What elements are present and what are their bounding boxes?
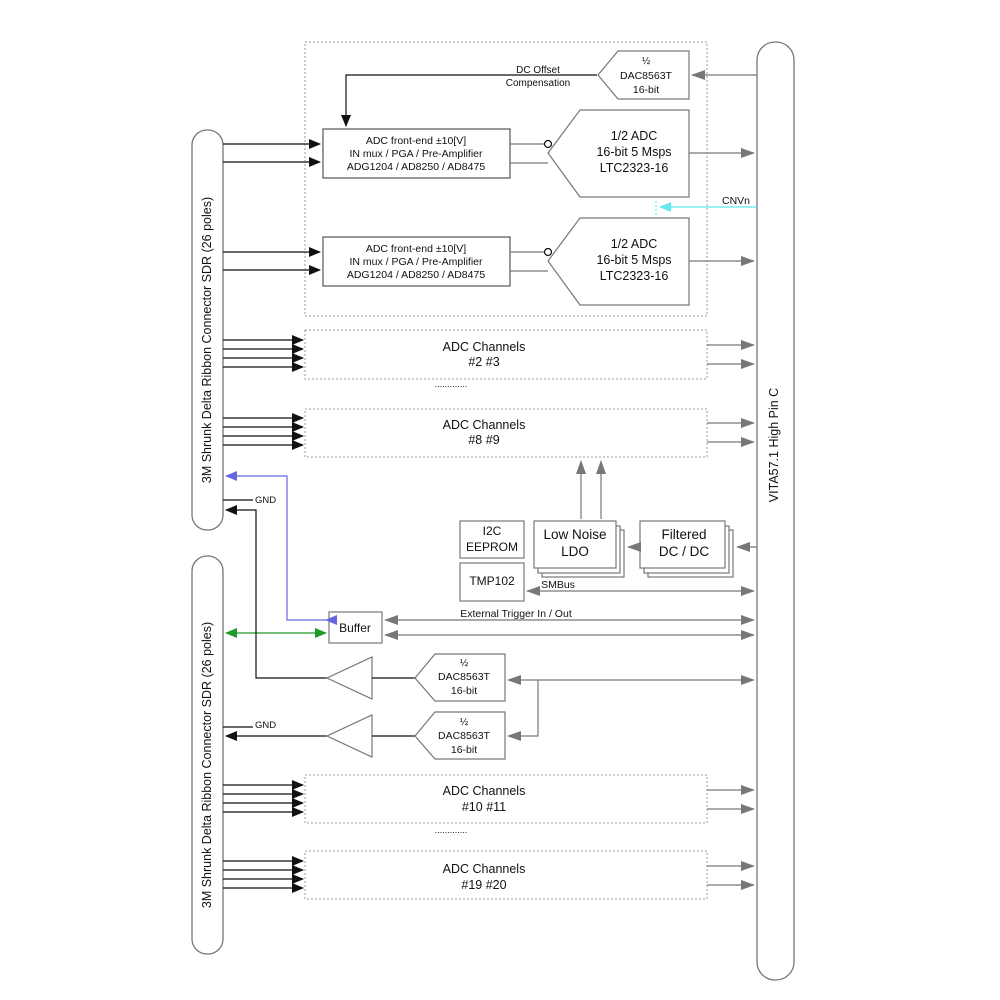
adc-channels-19-20: ADC Channels #19 #20 [304, 850, 708, 900]
dcdc-line2: DC / DC [659, 544, 710, 559]
ellipsis-bottom: ............. [435, 825, 468, 835]
adc-frontend-2: ADC front-end ±10[V] IN mux / PGA / Pre-… [322, 236, 511, 287]
adc-channels-8-9: ADC Channels #8 #9 [304, 408, 708, 458]
dac-top-name: DAC8563T [620, 70, 673, 82]
ellipsis-top: ............. [435, 379, 468, 389]
trigger-buffer: Buffer [328, 611, 383, 644]
adc-frontend-1: ADC front-end ±10[V] IN mux / PGA / Pre-… [322, 128, 511, 179]
vita-connector-label: VITA57.1 High Pin C [767, 388, 781, 502]
dac-top-half: ½ [642, 56, 651, 67]
adc-channels-8-9-ids: #8 #9 [468, 433, 499, 447]
i2c-eeprom: I2C EEPROM [459, 520, 525, 559]
adc-2-line3: LTC2323-16 [600, 269, 669, 283]
adc-channels-8-9-title: ADC Channels [443, 418, 526, 432]
adc-channels-10-11: ADC Channels #10 #11 [304, 774, 708, 824]
dac-top: ½ DAC8563T 16-bit [597, 50, 690, 100]
buffer-label: Buffer [339, 621, 371, 635]
adc-channels-10-11-ids: #10 #11 [462, 800, 506, 814]
smbus-label: SMBus [541, 579, 575, 591]
frontend-2-line1: ADC front-end ±10[V] [366, 243, 466, 255]
adc-1-line1: 1/2 ADC [611, 129, 658, 143]
frontend-1-line3: ADG1204 / AD8250 / AD8475 [347, 161, 486, 173]
dac-bottom-2-half: ½ [460, 717, 469, 728]
amplifier-1 [325, 656, 373, 700]
trigger-blue-line [225, 471, 337, 625]
ldo-line2: LDO [561, 544, 589, 559]
dc-offset-line1: DC Offset [516, 65, 560, 76]
adc-channels-2-3-title: ADC Channels [443, 340, 526, 354]
adc-channels-10-11-title: ADC Channels [443, 784, 526, 798]
connector-top-label: 3M Shrunk Delta Ribbon Connector SDR (26… [200, 197, 214, 483]
adc-channels-2-3-ids: #2 #3 [468, 355, 499, 369]
dac-bottom-2: ½ DAC8563T 16-bit [414, 711, 506, 760]
ldo-line1: Low Noise [543, 527, 606, 542]
frontend-1-line2: IN mux / PGA / Pre-Amplifier [349, 148, 483, 160]
gnd-label-top: GND [255, 495, 276, 506]
connector-bottom-label: 3M Shrunk Delta Ribbon Connector SDR (26… [200, 622, 214, 908]
cnvn-label: CNVn [722, 195, 750, 207]
adc-channels-19-20-title: ADC Channels [443, 862, 526, 876]
adc-2-line1: 1/2 ADC [611, 237, 658, 251]
dc-offset-line2: Compensation [506, 78, 570, 89]
i2c-eeprom-line1: I2C [483, 524, 502, 538]
frontend-2-line3: ADG1204 / AD8250 / AD8475 [347, 269, 486, 281]
tmp102: TMP102 [459, 562, 525, 602]
adc-group-box [304, 41, 708, 317]
adc-channels-19-20-ids: #19 #20 [461, 878, 506, 892]
frontend-1-line1: ADC front-end ±10[V] [366, 135, 466, 147]
dac-bottom-1-name: DAC8563T [438, 671, 491, 683]
tmp102-label: TMP102 [469, 574, 515, 588]
dac-bottom-1-half: ½ [460, 658, 469, 669]
gnd-label-bottom: GND [255, 720, 276, 731]
adc-1-line3: LTC2323-16 [600, 161, 669, 175]
vita-connector: VITA57.1 High Pin C [756, 41, 795, 981]
adc-half-2: 1/2 ADC 16-bit 5 Msps LTC2323-16 [543, 217, 690, 306]
connector-bottom: 3M Shrunk Delta Ribbon Connector SDR (26… [191, 555, 224, 955]
i2c-eeprom-line2: EEPROM [466, 540, 518, 554]
low-noise-ldo: Low Noise LDO [533, 520, 625, 578]
dac-bottom-2-bits: 16-bit [451, 744, 477, 756]
dcdc-line1: Filtered [661, 527, 706, 542]
adc-channels-2-3: ADC Channels #2 #3 [304, 329, 708, 380]
adc-half-1: 1/2 ADC 16-bit 5 Msps LTC2323-16 [543, 109, 690, 198]
frontend-2-line2: IN mux / PGA / Pre-Amplifier [349, 256, 483, 268]
dac-top-bits: 16-bit [633, 84, 659, 96]
adc-2-line2: 16-bit 5 Msps [596, 253, 671, 267]
dac-bottom-1-bits: 16-bit [451, 685, 477, 697]
dac-bottom-1: ½ DAC8563T 16-bit [414, 653, 506, 702]
amplifier-2 [325, 714, 373, 758]
filtered-dc-dc: Filtered DC / DC [639, 520, 734, 578]
adc-1-line2: 16-bit 5 Msps [596, 145, 671, 159]
connector-top: 3M Shrunk Delta Ribbon Connector SDR (26… [191, 129, 224, 531]
trigger-label: External Trigger In / Out [460, 608, 572, 620]
dac-bottom-2-name: DAC8563T [438, 730, 491, 742]
